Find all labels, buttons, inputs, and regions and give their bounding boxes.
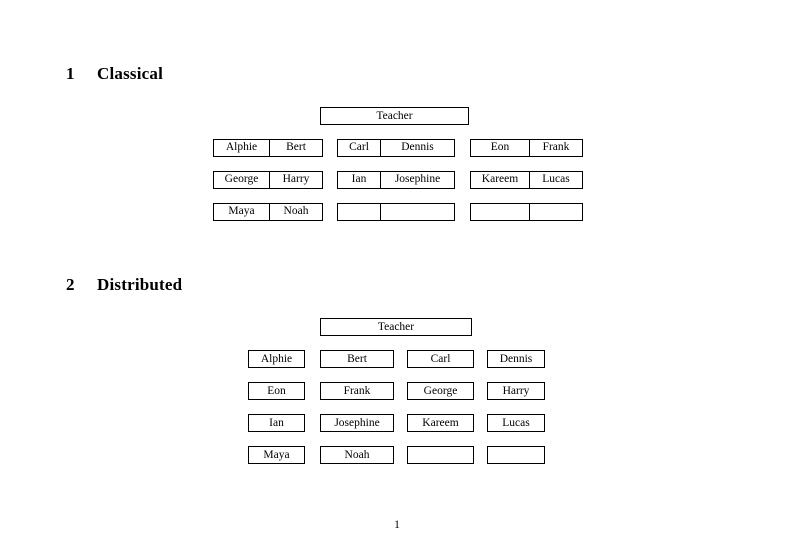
box-slot	[487, 446, 545, 464]
teacher-box-distributed: Teacher	[320, 318, 472, 336]
paired-group: George Harry	[213, 171, 323, 189]
name-cell: Carl	[349, 141, 369, 153]
section-heading-distributed: 2 Distributed	[66, 275, 182, 295]
box-slot: Bert	[320, 350, 394, 368]
paired-group: Alphie Bert	[213, 139, 323, 157]
name-cell: Josephine	[380, 172, 454, 188]
empty-cell	[338, 204, 380, 220]
box-slot	[407, 446, 474, 464]
paired-group	[470, 203, 583, 221]
name-cell: Bert	[269, 140, 322, 156]
group-box	[470, 203, 583, 221]
name-cell: Frank	[529, 140, 582, 156]
box-slot: Ian	[248, 414, 305, 432]
paired-group: Maya Noah	[213, 203, 323, 221]
name-cell: George	[224, 173, 259, 185]
paired-group: Eon Frank	[470, 139, 583, 157]
empty-box	[407, 446, 474, 464]
name-box: Carl	[407, 350, 474, 368]
empty-cell	[529, 204, 582, 220]
name-box: Harry	[487, 382, 545, 400]
box-slot: Maya	[248, 446, 305, 464]
name-box: Ian	[248, 414, 305, 432]
name-box: George	[407, 382, 474, 400]
box-slot: Alphie	[248, 350, 305, 368]
box-slot: Eon	[248, 382, 305, 400]
group-box: Eon Frank	[470, 139, 583, 157]
box-slot: George	[407, 382, 474, 400]
group-box: Maya Noah	[213, 203, 323, 221]
empty-cell	[471, 204, 529, 220]
name-cell: Alphie	[225, 141, 258, 153]
name-cell: Maya	[228, 205, 255, 217]
name-cell: Lucas	[529, 172, 582, 188]
name-box: Frank	[320, 382, 394, 400]
box-slot: Josephine	[320, 414, 394, 432]
group-box: George Harry	[213, 171, 323, 189]
name-box: Maya	[248, 446, 305, 464]
paired-group: Kareem Lucas	[470, 171, 583, 189]
box-slot: Harry	[487, 382, 545, 400]
section-title: Distributed	[97, 275, 183, 294]
name-box: Kareem	[407, 414, 474, 432]
section-title: Classical	[97, 64, 164, 83]
name-box: Dennis	[487, 350, 545, 368]
name-box: Lucas	[487, 414, 545, 432]
name-box: Eon	[248, 382, 305, 400]
name-box: Noah	[320, 446, 394, 464]
empty-cell	[380, 204, 454, 220]
group-box: Kareem Lucas	[470, 171, 583, 189]
group-box: Ian Josephine	[337, 171, 455, 189]
name-box: Alphie	[248, 350, 305, 368]
name-cell: Eon	[490, 141, 510, 153]
name-box: Bert	[320, 350, 394, 368]
empty-box	[487, 446, 545, 464]
name-cell: Kareem	[481, 173, 519, 185]
box-slot: Noah	[320, 446, 394, 464]
group-box: Carl Dennis	[337, 139, 455, 157]
box-slot: Kareem	[407, 414, 474, 432]
section-heading-classical: 1 Classical	[66, 64, 163, 84]
paired-group: Ian Josephine	[337, 171, 455, 189]
name-cell: Ian	[351, 173, 367, 185]
box-slot: Frank	[320, 382, 394, 400]
box-slot: Carl	[407, 350, 474, 368]
section-number: 2	[66, 275, 75, 294]
section-number: 1	[66, 64, 75, 83]
teacher-box-classical: Teacher	[320, 107, 469, 125]
box-slot: Lucas	[487, 414, 545, 432]
group-box	[337, 203, 455, 221]
box-slot: Dennis	[487, 350, 545, 368]
page-number: 1	[394, 519, 400, 531]
group-box: Alphie Bert	[213, 139, 323, 157]
name-box: Josephine	[320, 414, 394, 432]
name-cell: Harry	[269, 172, 322, 188]
paired-group: Carl Dennis	[337, 139, 455, 157]
name-cell: Noah	[269, 204, 322, 220]
name-cell: Dennis	[380, 140, 454, 156]
paired-group	[337, 203, 455, 221]
